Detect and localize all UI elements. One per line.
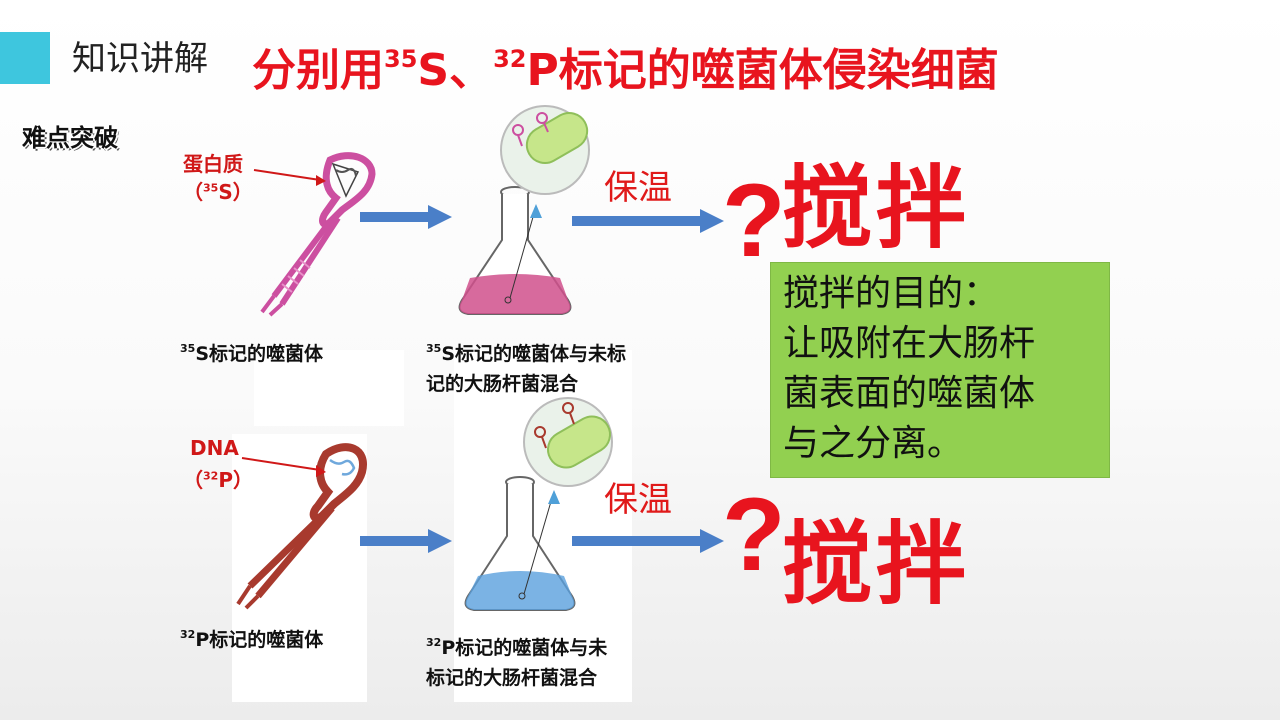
isotope-32p-label: （32P）	[183, 468, 253, 492]
slide-title: 分别用35S、32P标记的噬菌体侵染细菌	[252, 45, 999, 96]
flask-32p-caption: 32P标记的噬菌体与未标记的大肠杆菌混合	[426, 636, 608, 689]
question-mark-1: ?	[722, 163, 786, 279]
header-accent-bar	[0, 32, 50, 84]
question-mark-2: ?	[722, 477, 786, 593]
phage-35s-illustration	[260, 152, 376, 317]
note-line: 让吸附在大肠杆	[783, 323, 1036, 364]
phage-35s-caption: 35S标记的噬菌体	[180, 342, 323, 365]
stir-label-1: 搅拌	[782, 155, 970, 261]
note-line: 菌表面的噬菌体	[783, 373, 1036, 414]
stir-label-2: 搅拌	[782, 511, 970, 617]
bacterium-32p-bubble	[523, 397, 613, 487]
difficulty-tag: 难点突破	[22, 124, 118, 152]
image-backdrop	[254, 350, 404, 426]
flask-35s-illustration	[458, 186, 572, 315]
phage-32p-caption: 32P标记的噬菌体	[180, 628, 324, 651]
dna-label: DNA	[190, 436, 239, 460]
incubate-label-1: 保温	[604, 168, 672, 208]
row1-diagram	[253, 105, 724, 317]
image-backdrop	[232, 434, 367, 702]
flask-32p-illustration	[464, 476, 576, 611]
protein-label: 蛋白质	[183, 152, 243, 176]
phage-32p-illustration	[236, 443, 367, 610]
flask-35s-caption: 35S标记的噬菌体与未标记的大肠杆菌混合	[426, 342, 626, 395]
isotope-35s-label: （35S）	[183, 180, 253, 204]
incubate-label-2: 保温	[604, 480, 672, 520]
row2-diagram	[236, 397, 724, 611]
section-label: 知识讲解	[72, 39, 208, 79]
stir-purpose-note: 搅拌的目的： 让吸附在大肠杆 菌表面的噬菌体 与之分离。	[770, 262, 1110, 478]
bacterium-35s-bubble	[500, 105, 590, 195]
note-line: 与之分离。	[783, 423, 964, 464]
note-line: 搅拌的目的：	[783, 273, 1000, 314]
